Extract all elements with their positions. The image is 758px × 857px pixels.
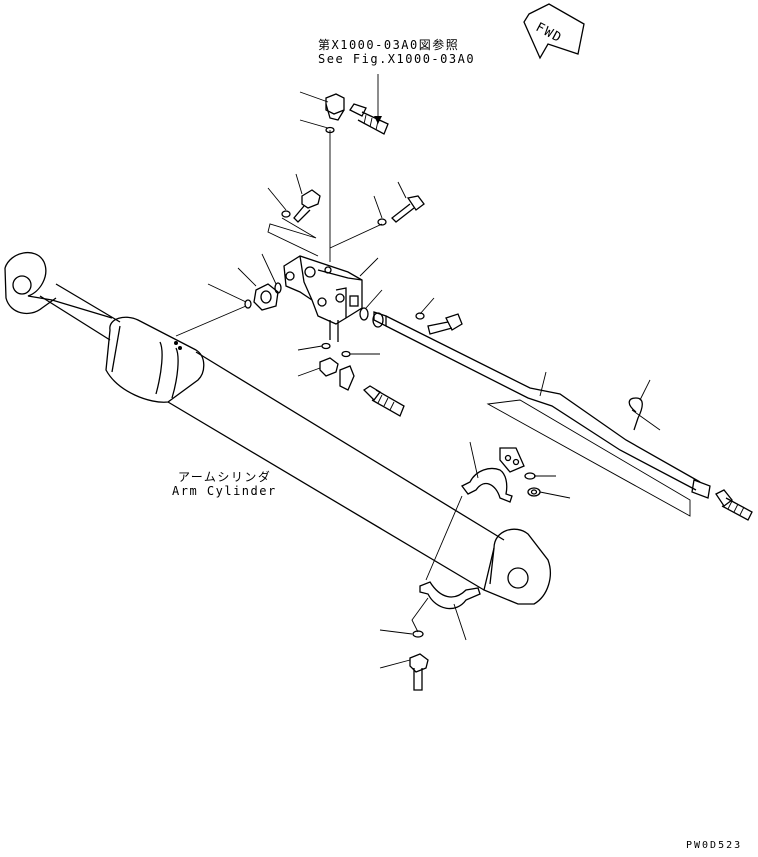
leader-lines	[175, 74, 661, 669]
nipple-fitting	[319, 357, 339, 377]
pipe-bolt	[427, 313, 463, 335]
j-hook	[628, 397, 643, 431]
hose-fitting-lower	[362, 385, 405, 417]
pipe-o-ring	[359, 307, 369, 321]
clamp-nut	[527, 487, 541, 497]
washer-left	[281, 210, 291, 218]
pipe-washer	[415, 312, 425, 320]
drawing-code: PW0D523	[686, 840, 743, 851]
ref-arrow-tip	[374, 116, 382, 124]
clamp-lower-bolt	[409, 653, 429, 691]
elbow-fitting-top	[325, 93, 345, 121]
washer-right	[377, 218, 387, 226]
clamp-lower	[419, 581, 481, 610]
hydraulic-pipe	[372, 311, 711, 499]
flange-left	[253, 283, 279, 311]
cylinder-label-jp: アームシリンダ	[178, 470, 272, 484]
o-ring-left-2	[244, 299, 252, 309]
ref-note-jp: 第X1000-03A0図参照	[318, 38, 460, 52]
clamp-upper	[461, 447, 525, 503]
clamp-washer	[524, 472, 536, 480]
hose-fitting-right	[715, 489, 753, 521]
cylinder-label-en: Arm Cylinder	[172, 484, 277, 498]
o-ring-lower-1	[321, 342, 331, 350]
arm-cylinder	[4, 251, 551, 605]
ref-note-en: See Fig.X1000-03A0	[318, 52, 476, 66]
elbow-fitting-lower	[339, 365, 355, 391]
hose-fitting-top	[349, 103, 389, 135]
o-ring-lower-2	[341, 350, 351, 358]
bolt-left	[293, 189, 321, 223]
valve-block	[283, 255, 363, 342]
fwd-arrow-icon	[523, 3, 585, 60]
bolt-right	[391, 195, 425, 223]
o-ring-left	[274, 282, 282, 294]
guide-plate-outline	[486, 399, 691, 517]
